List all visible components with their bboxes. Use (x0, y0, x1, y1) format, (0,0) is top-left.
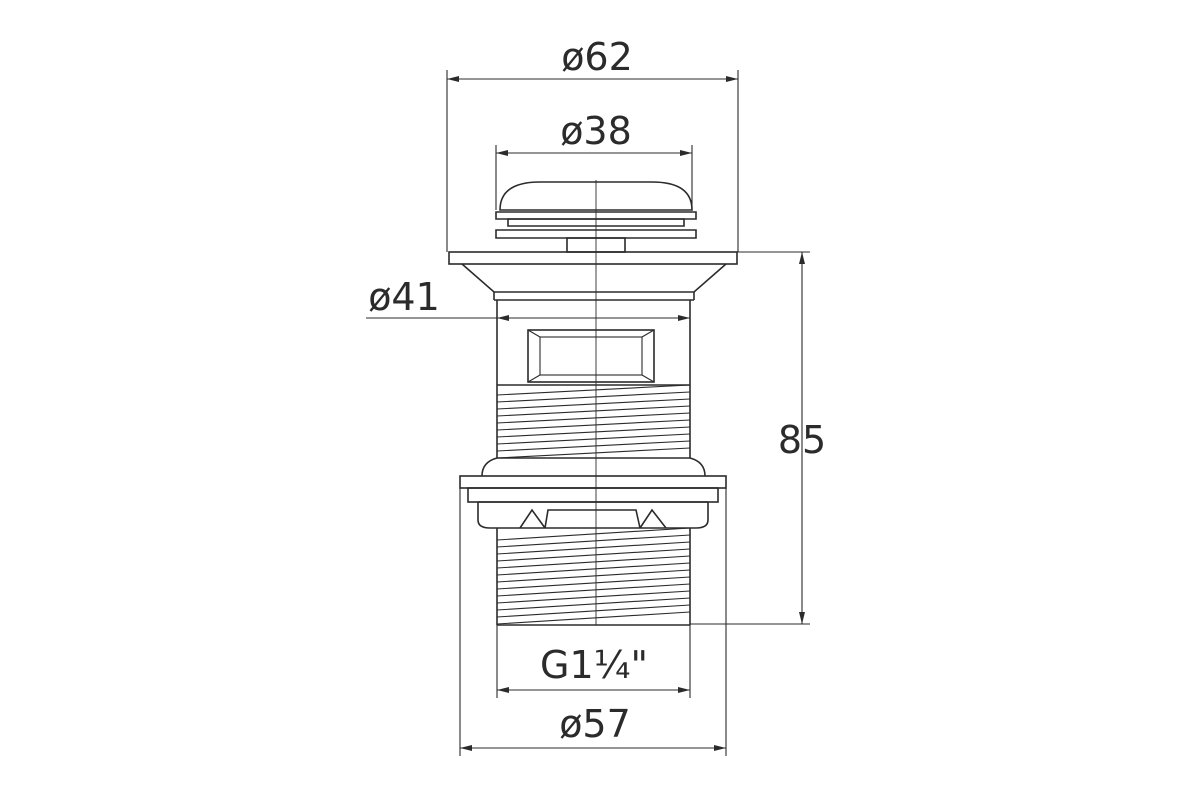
thread-line (496, 576, 691, 590)
shoulder (481, 457, 706, 477)
thread-line (496, 597, 691, 611)
thread-line (496, 405, 691, 417)
thread-line (496, 391, 691, 403)
thread-line (496, 440, 691, 452)
thread-line (496, 541, 691, 555)
thread-line (496, 611, 691, 625)
thread-line (496, 384, 691, 396)
thread-line (496, 590, 691, 604)
thread-line (496, 426, 691, 438)
dim-height: 85 (690, 251, 826, 625)
thread-line (496, 527, 691, 541)
flange (448, 251, 738, 301)
cap (495, 181, 697, 253)
dim-body: ø41 (366, 275, 690, 321)
thread-line (496, 548, 691, 562)
thread-line (496, 419, 691, 431)
dim-top-outer: ø62 (446, 35, 739, 252)
thread-line (496, 583, 691, 597)
dim-thread: G1¼" (496, 625, 691, 698)
thread-line (496, 569, 691, 583)
thread-line (496, 562, 691, 576)
thread-line (496, 534, 691, 548)
lower-thread (496, 527, 691, 626)
thread-line (496, 433, 691, 445)
top-outer-diameter-label: ø62 (561, 35, 633, 79)
base-diameter-label: ø57 (559, 702, 631, 746)
nut (459, 475, 727, 529)
thread-line (496, 412, 691, 424)
cap-diameter-label: ø38 (560, 109, 632, 153)
thread-line (496, 398, 691, 410)
dim-base: ø57 (459, 488, 727, 756)
body-diameter-label: ø41 (368, 275, 440, 319)
dim-cap: ø38 (495, 109, 693, 210)
thread-line (496, 555, 691, 569)
thread-line (496, 447, 691, 459)
thread-size-label: G1¼" (540, 643, 648, 687)
thread-line (496, 604, 691, 618)
height-label: 85 (778, 418, 826, 462)
upper-thread (496, 384, 691, 459)
upper-body (496, 300, 691, 386)
